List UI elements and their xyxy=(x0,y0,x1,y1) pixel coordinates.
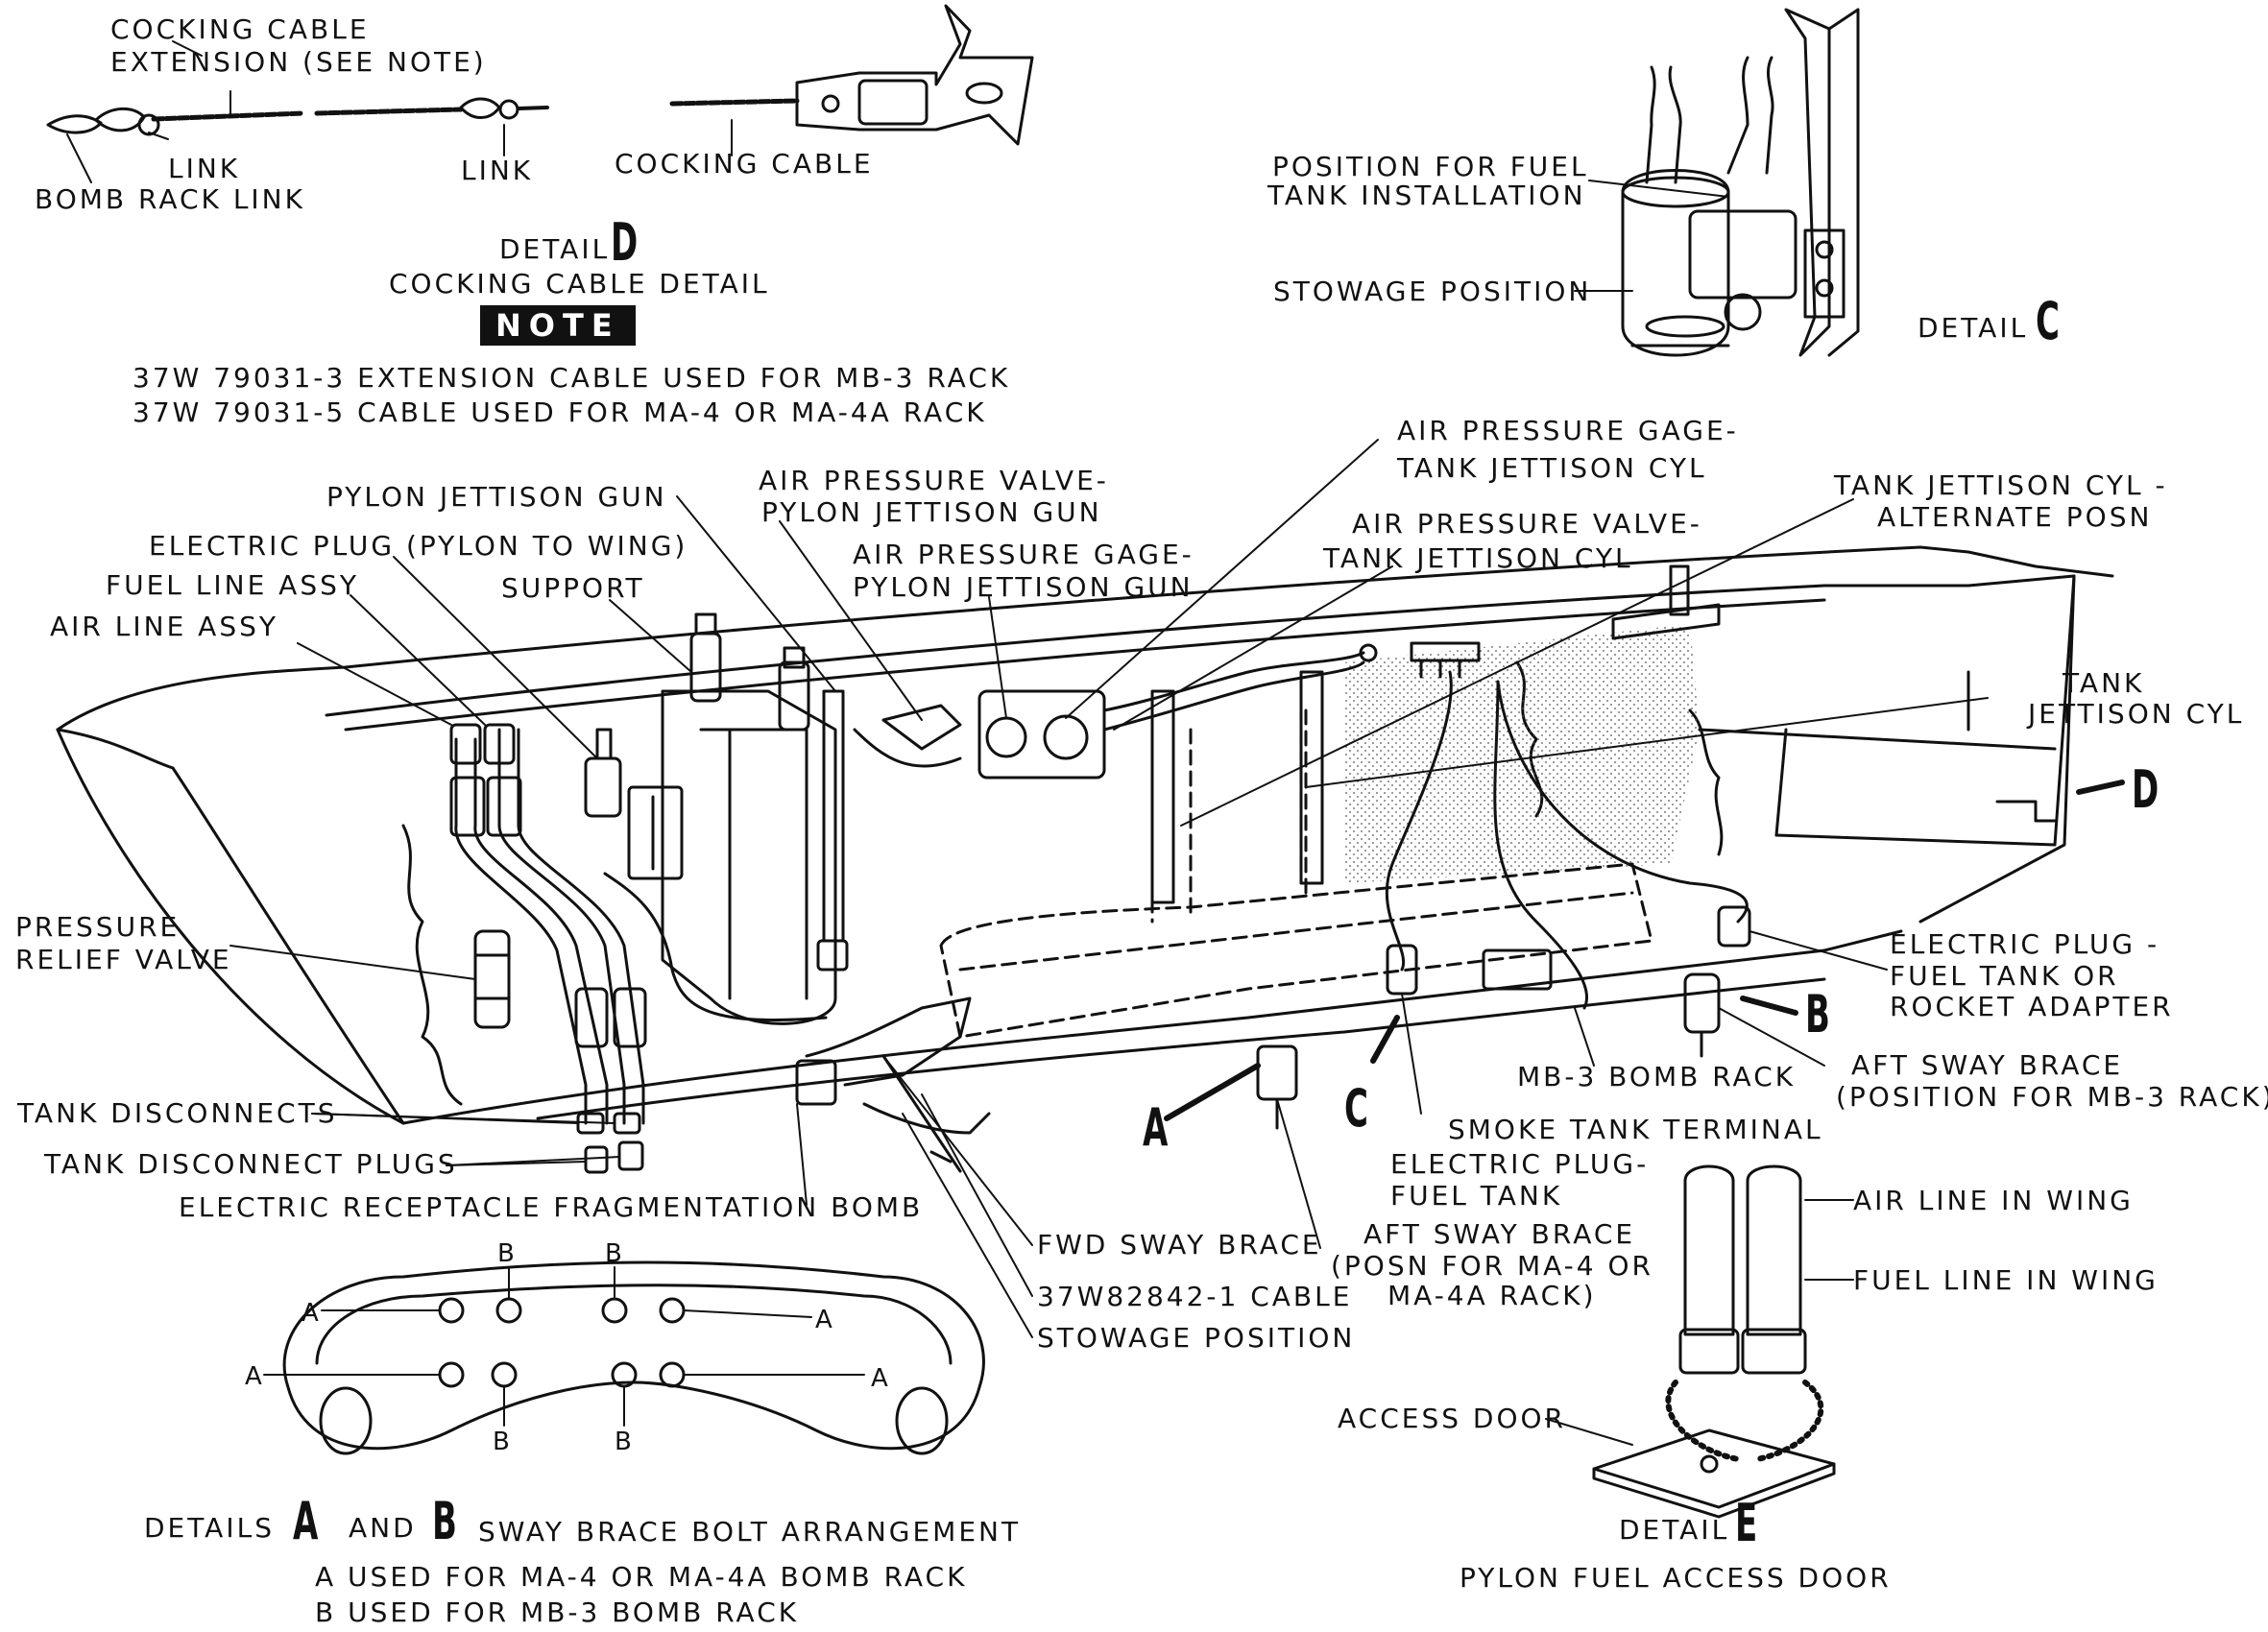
sway-brace-plate-drawing xyxy=(263,1260,985,1455)
note-line-2: 37W 79031-5 CABLE USED FOR MA-4 OR MA-4A… xyxy=(133,396,987,428)
fuel-line-assy-label: FUEL LINE ASSY xyxy=(106,569,359,601)
cocking-cable-label: COCKING CABLE xyxy=(615,148,874,180)
aft-sway-brace-ma4-label-2: (POSN FOR MA-4 OR xyxy=(1331,1250,1653,1282)
hole-label-a-1: A xyxy=(302,1299,321,1328)
tank-jettison-alt-label-1: TANK JETTISON CYL - xyxy=(1834,469,2168,501)
tank-jettison-alt-label-2: ALTERNATE POSN xyxy=(1877,501,2153,533)
detail-d-word: DETAIL xyxy=(499,233,611,265)
air-line-assy-label: AIR LINE ASSY xyxy=(50,611,278,642)
stowage-position-label-c: STOWAGE POSITION xyxy=(1273,276,1592,307)
note-line-1: 37W 79031-3 EXTENSION CABLE USED FOR MB-… xyxy=(133,362,1011,394)
access-door-label: ACCESS DOOR xyxy=(1338,1403,1566,1434)
callout-b: B xyxy=(1805,984,1830,1044)
hole-label-b-2: B xyxy=(605,1239,624,1268)
pressure-relief-valve-label-2: RELIEF VALVE xyxy=(15,944,232,975)
tubing-and-components-drawing xyxy=(449,564,1751,1174)
air-pressure-gage-tank-label-2: TANK JETTISON CYL xyxy=(1397,452,1707,484)
hole-label-a-2: A xyxy=(815,1306,834,1334)
electric-plug-fuel-tank-label-1: ELECTRIC PLUG- xyxy=(1390,1148,1650,1180)
air-pressure-gage-pylon-label-1: AIR PRESSURE GAGE- xyxy=(853,539,1194,570)
air-pressure-gage-tank-label-1: AIR PRESSURE GAGE- xyxy=(1397,415,1739,446)
stowage-position-label-main: STOWAGE POSITION xyxy=(1037,1322,1356,1354)
legend-line-b: B USED FOR MB-3 BOMB RACK xyxy=(315,1596,800,1628)
pressure-relief-valve-label-1: PRESSURE xyxy=(15,911,181,943)
tank-jettison-cyl-label-2: JETTISON CYL xyxy=(2028,698,2245,730)
air-pressure-valve-tank-label-2: TANK JETTISON CYL xyxy=(1323,542,1633,574)
hole-label-a-4: A xyxy=(871,1364,890,1393)
detail-e-word: DETAIL xyxy=(1619,1514,1730,1546)
cocking-cable-extension-label-2: EXTENSION (SEE NOTE) xyxy=(110,46,487,78)
electric-plug-fuel-tank-label-2: FUEL TANK xyxy=(1390,1180,1563,1212)
air-pressure-valve-pylon-label-2: PYLON JETTISON GUN xyxy=(761,496,1102,528)
smoke-tank-terminal-label: SMOKE TANK TERMINAL xyxy=(1448,1114,1823,1145)
electric-plug-fuel-tank-rocket-label-2: FUEL TANK OR xyxy=(1890,960,2119,992)
detail-d-letter: D xyxy=(611,212,639,273)
air-pressure-gage-pylon-label-2: PYLON JETTISON GUN xyxy=(853,571,1194,603)
hole-label-a-3: A xyxy=(245,1362,264,1391)
details-letter-a: A xyxy=(293,1491,319,1551)
mb3-bomb-rack-label: MB-3 BOMB RACK xyxy=(1517,1061,1797,1092)
link-label-2: LINK xyxy=(461,155,534,186)
callout-d: D xyxy=(2132,759,2159,820)
fuel-line-in-wing-label: FUEL LINE IN WING xyxy=(1853,1264,2159,1296)
details-word: DETAILS xyxy=(144,1512,275,1544)
bomb-rack-link-label: BOMB RACK LINK xyxy=(35,183,305,215)
hole-label-b-4: B xyxy=(615,1428,634,1456)
callout-c: C xyxy=(1344,1078,1368,1139)
hole-label-b-3: B xyxy=(493,1428,512,1456)
note-heading: NOTE xyxy=(480,305,636,346)
cable-37w-label: 37W82842-1 CABLE xyxy=(1037,1281,1353,1312)
aft-sway-brace-mb3-label-1: AFT SWAY BRACE xyxy=(1851,1049,2124,1081)
air-pressure-valve-tank-label-1: AIR PRESSURE VALVE- xyxy=(1352,508,1702,540)
electric-plug-fuel-tank-rocket-label-1: ELECTRIC PLUG - xyxy=(1890,928,2160,960)
tank-disconnects-label: TANK DISCONNECTS xyxy=(17,1097,338,1129)
electric-plug-fuel-tank-rocket-label-3: ROCKET ADAPTER xyxy=(1890,991,2174,1022)
detail-d-caption: COCKING CABLE DETAIL xyxy=(389,268,770,300)
legend-line-a: A USED FOR MA-4 OR MA-4A BOMB RACK xyxy=(315,1561,968,1593)
tank-disconnect-plugs-label: TANK DISCONNECT PLUGS xyxy=(44,1148,458,1180)
electric-receptacle-label: ELECTRIC RECEPTACLE FRAGMENTATION BOMB xyxy=(179,1191,924,1223)
sway-brace-caption: SWAY BRACE BOLT ARRANGEMENT xyxy=(478,1516,1022,1548)
air-line-in-wing-label: AIR LINE IN WING xyxy=(1853,1185,2134,1216)
aft-sway-brace-ma4-label-1: AFT SWAY BRACE xyxy=(1363,1218,1636,1250)
cocking-cable-detail-drawing xyxy=(46,4,1034,146)
detail-c-bracket-drawing xyxy=(1621,8,1860,357)
fwd-sway-brace-label: FWD SWAY BRACE xyxy=(1037,1229,1322,1260)
detail-e-letter: E xyxy=(1735,1493,1758,1553)
air-pressure-valve-pylon-label-1: AIR PRESSURE VALVE- xyxy=(759,465,1109,496)
leader-lines xyxy=(66,40,2125,1338)
aft-sway-brace-mb3-label-2: (POSITION FOR MB-3 RACK) xyxy=(1836,1081,2268,1113)
hole-label-b-1: B xyxy=(497,1239,517,1268)
detail-c-word: DETAIL xyxy=(1918,312,2029,344)
detail-e-caption: PYLON FUEL ACCESS DOOR xyxy=(1460,1562,1892,1594)
support-label: SUPPORT xyxy=(501,572,645,604)
pylon-structure-drawing xyxy=(56,545,2114,1125)
link-label-1: LINK xyxy=(168,153,241,184)
details-letter-b: B xyxy=(432,1491,457,1551)
detail-c-letter: C xyxy=(2036,291,2060,351)
pylon-jettison-gun-label: PYLON JETTISON GUN xyxy=(326,481,667,513)
fuel-tank-position-label-2: TANK INSTALLATION xyxy=(1267,180,1586,211)
and-word: AND xyxy=(349,1512,417,1544)
fuel-tank-position-label-1: POSITION FOR FUEL xyxy=(1272,151,1589,182)
tank-jettison-cyl-label-1: TANK xyxy=(2063,667,2145,699)
detail-e-access-door-drawing xyxy=(1545,1164,1854,1519)
aft-sway-brace-ma4-label-3: MA-4A RACK) xyxy=(1387,1280,1597,1311)
electric-plug-pylon-label: ELECTRIC PLUG (PYLON TO WING) xyxy=(149,530,688,562)
cocking-cable-extension-label-1: COCKING CABLE xyxy=(110,13,370,45)
callout-a: A xyxy=(1143,1097,1169,1158)
